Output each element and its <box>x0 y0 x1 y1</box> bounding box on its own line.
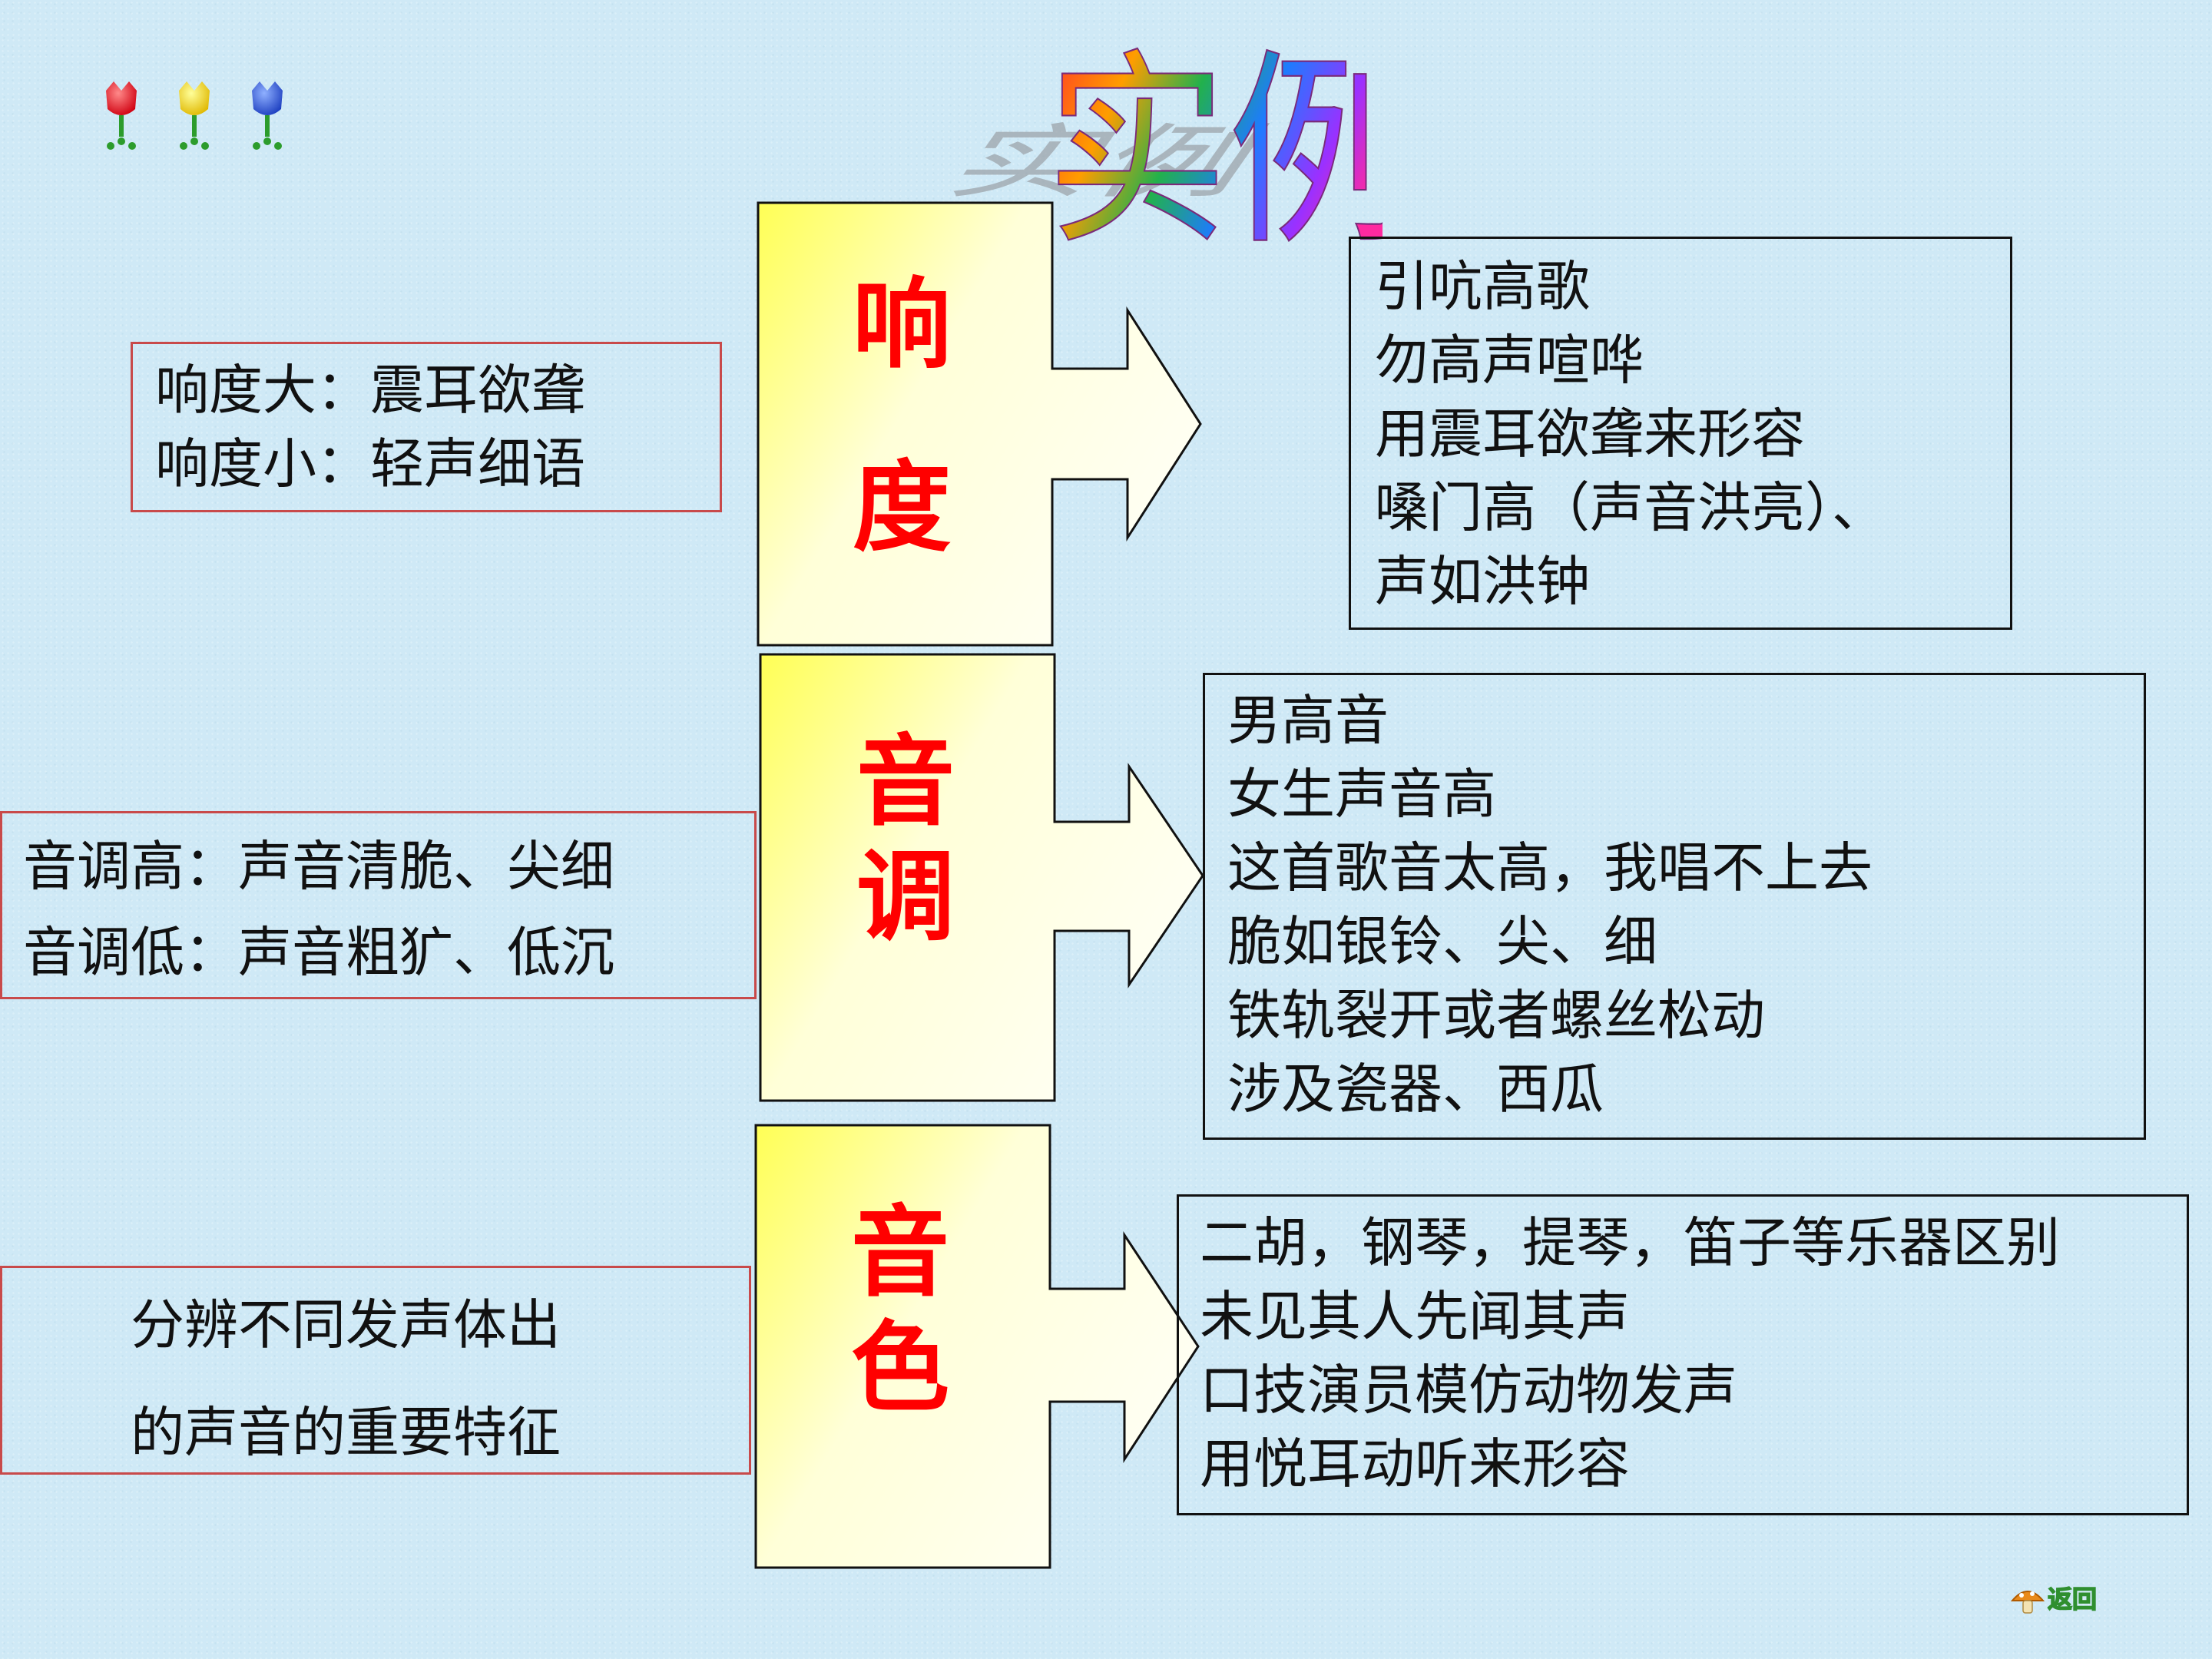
pitch-description: 音调高：声音清脆、尖细 音调低：声音粗犷、低沉 <box>23 823 614 995</box>
example-item: 用悦耳动听来形容 <box>1200 1432 1630 1495</box>
pitch-description-box <box>0 811 757 999</box>
pitch-char-1: 音 <box>856 725 955 839</box>
example-item: 声如洪钟 <box>1375 550 1590 613</box>
loudness-description-line: 响度大：震耳欲聋 <box>155 359 585 422</box>
example-item: 男高音 <box>1227 689 1389 752</box>
mushroom-icon <box>2011 1591 2045 1614</box>
pitch-examples-box <box>1203 673 2146 1140</box>
title-wordart: 实例 实例 <box>929 31 1383 253</box>
yellow-tulip-icon <box>179 81 210 150</box>
timbre-examples-box <box>1177 1194 2189 1515</box>
pitch-examples: 男高音 女生声音高 这首歌音太高，我唱不上去 脆如银铃、尖、细 铁轨裂开或者螺丝… <box>1227 684 1873 1126</box>
red-tulip-icon <box>106 81 137 150</box>
example-item: 勿高声喧哗 <box>1375 329 1644 392</box>
example-item: 这首歌音太高，我唱不上去 <box>1227 836 1873 899</box>
return-label: 返回 <box>2047 1584 2098 1614</box>
return-button[interactable]: 返回 <box>2011 1582 2118 1616</box>
blue-tulip-icon <box>252 81 283 150</box>
timbre-examples: 二胡，钢琴，提琴，笛子等乐器区别 未见其人先闻其声 口技演员模仿动物发声 用悦耳… <box>1200 1206 2060 1501</box>
pitch-concept-block <box>759 653 1204 1102</box>
pitch-description-line: 音调低：声音粗犷、低沉 <box>23 921 614 984</box>
example-item: 二胡，钢琴，提琴，笛子等乐器区别 <box>1200 1211 2060 1274</box>
loudness-concept-block <box>757 201 1202 647</box>
pitch-char-2: 调 <box>856 840 955 955</box>
loudness-examples-box <box>1349 237 2012 630</box>
example-item: 引吭高歌 <box>1375 255 1590 318</box>
loudness-char-2: 度 <box>853 451 952 565</box>
example-item: 铁轨裂开或者螺丝松动 <box>1227 984 1765 1047</box>
timbre-concept-block <box>754 1124 1200 1569</box>
example-item: 女生声音高 <box>1227 763 1496 826</box>
loudness-examples: 引吭高歌 勿高声喧哗 用震耳欲聋来形容 嗓门高（声音洪亮）、 声如洪钟 <box>1375 250 1886 618</box>
example-item: 嗓门高（声音洪亮）、 <box>1375 476 1886 539</box>
example-item: 涉及瓷器、西瓜 <box>1227 1058 1604 1121</box>
timbre-description-line: 的声音的重要特征 <box>131 1401 561 1464</box>
loudness-description-box <box>131 342 722 512</box>
timbre-char-1: 音 <box>851 1196 950 1310</box>
pitch-description-line: 音调高：声音清脆、尖细 <box>23 835 614 898</box>
title-shadow: 实例 <box>929 116 1286 209</box>
loudness-description-line: 响度小：轻声细语 <box>155 432 585 495</box>
page-title: 实例 <box>1046 31 1383 253</box>
timbre-description: 分辨不同发声体出 的声音的重要特征 <box>131 1271 561 1486</box>
example-item: 未见其人先闻其声 <box>1200 1285 1630 1348</box>
timbre-description-line: 分辨不同发声体出 <box>131 1293 561 1356</box>
loudness-description: 响度大：震耳欲聋 响度小：轻声细语 <box>155 353 585 501</box>
example-item: 脆如银铃、尖、细 <box>1227 910 1657 973</box>
example-item: 用震耳欲聋来形容 <box>1375 402 1805 465</box>
loudness-char-1: 响 <box>853 268 952 382</box>
example-item: 口技演员模仿动物发声 <box>1200 1359 1737 1422</box>
timbre-char-2: 色 <box>851 1311 950 1426</box>
tulip-decoration <box>106 81 283 150</box>
timbre-description-box <box>0 1266 751 1475</box>
